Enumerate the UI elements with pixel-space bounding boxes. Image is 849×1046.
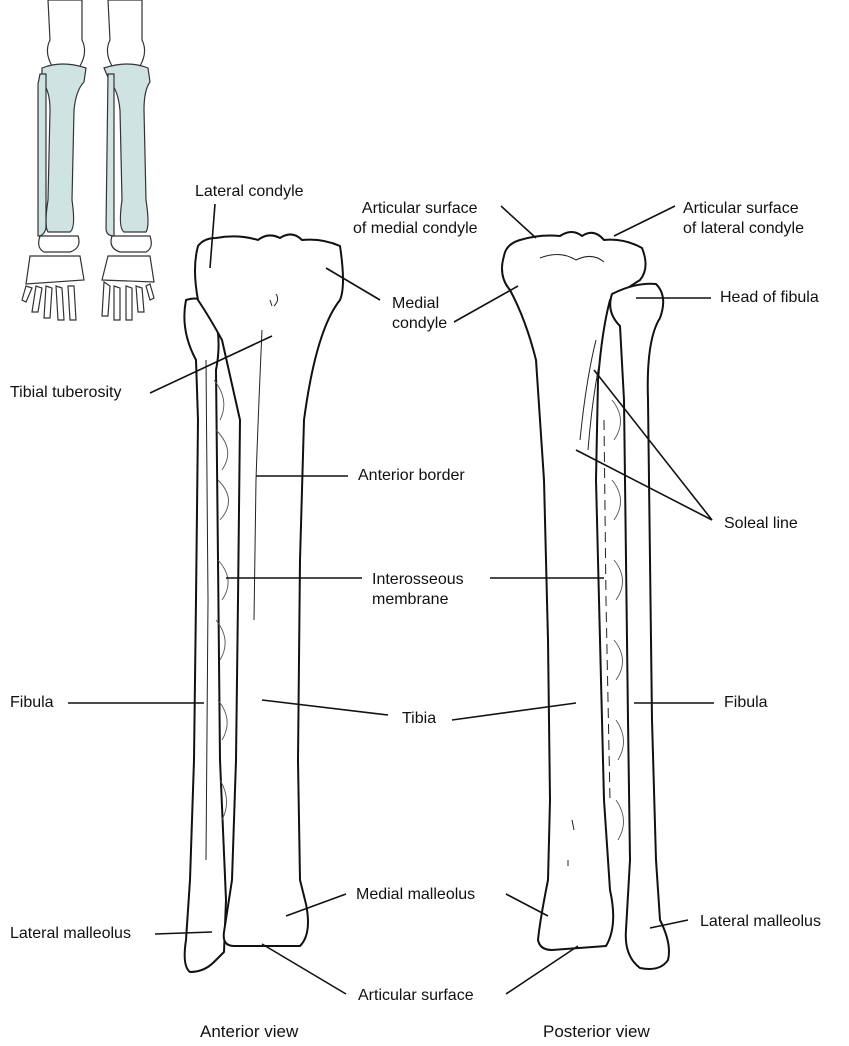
label-head-of-fibula: Head of fibula [720, 289, 819, 306]
label-articular-surface-medial-condyle: Articular surface of medial condyle [353, 200, 478, 237]
leader-articular-surface-lateral [613, 205, 676, 237]
inset-left-leg [21, 0, 87, 321]
label-lateral-malleolus-left: Lateral malleolus [10, 925, 131, 942]
posterior-fibula [609, 282, 670, 970]
label-tibial-tuberosity: Tibial tuberosity [10, 384, 122, 401]
inset-skeleton-legs [21, 0, 155, 321]
leader-tibia-right [451, 702, 577, 721]
label-articular-surface-lateral-condyle: Articular surface of lateral condyle [683, 200, 804, 237]
leader-articular-surface-left [261, 943, 347, 995]
inset-right-leg [101, 0, 155, 321]
anterior-fibula [183, 297, 227, 973]
leader-articular-surface-right [505, 945, 579, 995]
label-articular-surface: Articular surface [358, 987, 474, 1004]
leader-medial-malleolus-right [505, 893, 549, 917]
leader-tibial-tuberosity [149, 335, 273, 394]
leader-tibia-left [261, 699, 389, 716]
label-fibula-right: Fibula [724, 694, 768, 711]
label-medial-malleolus: Medial malleolus [356, 886, 476, 903]
anterior-view-drawing [183, 233, 344, 973]
anterior-tibia [194, 233, 344, 947]
leader-lateral-condyle [209, 203, 216, 269]
posterior-view-drawing [501, 231, 670, 970]
leader-soleal-line-1 [593, 369, 713, 521]
label-lateral-condyle: Lateral condyle [195, 183, 304, 200]
label-anterior-border: Anterior border [358, 467, 465, 484]
label-interosseous-membrane: Interosseous membrane [372, 571, 464, 608]
leader-medial-condyle-post [453, 285, 519, 323]
label-fibula-left: Fibula [10, 694, 54, 711]
leader-lateral-malleolus-right [649, 919, 689, 929]
label-medial-condyle: Medial condyle [392, 295, 448, 332]
leader-medial-condyle [325, 267, 381, 301]
leader-lines [68, 203, 714, 995]
leader-soleal-line-2 [575, 449, 713, 521]
label-lateral-malleolus-right: Lateral malleolus [700, 913, 821, 930]
leader-medial-malleolus-left [285, 893, 347, 917]
label-tibia: Tibia [402, 710, 437, 727]
caption-posterior-view: Posterior view [543, 1022, 650, 1041]
label-soleal-line: Soleal line [724, 515, 798, 532]
leader-lateral-malleolus-left [154, 931, 213, 935]
leader-articular-surface-medial [500, 205, 537, 239]
caption-anterior-view: Anterior view [200, 1022, 299, 1041]
